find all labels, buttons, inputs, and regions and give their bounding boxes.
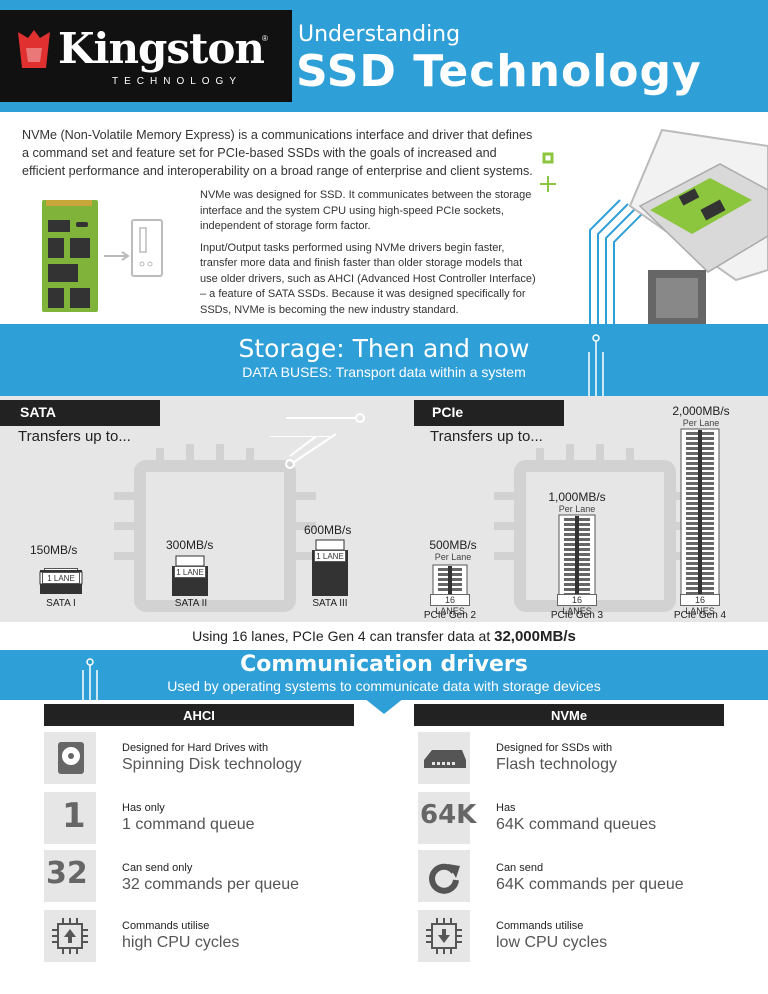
ahci-row1-small: Designed for Hard Drives with: [122, 742, 269, 754]
number-one-icon: [44, 792, 96, 844]
pcie-transfers-label: Transfers up to...: [430, 428, 543, 445]
page-title: SSD Technology: [296, 46, 702, 97]
storage-subtitle: DATA BUSES: Transport data within a syst…: [242, 364, 526, 380]
refresh-icon: [418, 850, 470, 902]
pcie-gen4-lanes: 16 LANES: [680, 594, 720, 616]
nvme-row2-small: Has: [496, 802, 516, 814]
sata-chip-outline: [114, 436, 330, 612]
m2-ssd-illustration: [42, 200, 163, 312]
nvme-heading: NVMe: [414, 704, 724, 726]
sata-2-label: SATA II: [174, 598, 208, 609]
hard-drive-icon: [44, 732, 96, 784]
drivers-subtitle: Used by operating systems to communicate…: [167, 678, 601, 694]
sata-1-lane-tag: 1 LANE: [42, 572, 80, 584]
nvme-paragraph-2: Input/Output tasks performed using NVMe …: [200, 241, 536, 316]
registered-mark: ®: [262, 34, 268, 43]
data-bus-panel: [0, 396, 768, 622]
pcie-gen2-per-lane: Per Lane: [434, 552, 472, 562]
nvme-row3-small: Can send: [496, 862, 544, 874]
pcie-gen3-speed: 1,000MB/s Per Lane: [544, 490, 610, 514]
ssd-drive-illustration: [540, 128, 768, 326]
header-subtitle: Understanding: [298, 22, 461, 47]
sata-1-speed: 150MB/s: [30, 543, 78, 557]
circuit-trace-icon: [285, 413, 365, 469]
sata-1-label: SATA I: [46, 598, 76, 609]
cpu-down-icon: [418, 910, 470, 962]
sata-3-label: SATA III: [312, 598, 348, 609]
nvme-row4-small: Commands utilise: [496, 920, 584, 932]
kingston-logo: Kingston ® TECHNOLOGY: [0, 10, 292, 102]
pcie-gen2-speed-value: 500MB/s: [429, 538, 477, 552]
pcie-gen3-slot-icon: [558, 514, 596, 606]
ssd-icon: [418, 732, 470, 784]
nvme-row4-big: low CPU cycles: [496, 934, 608, 951]
sata-3-lane-tag: 1 LANE: [314, 550, 346, 562]
circuit-line-icon: [588, 334, 604, 396]
ahci-row3-small: Can send only: [122, 862, 193, 874]
pcie-gen3-label: PCIe Gen 3: [550, 610, 604, 621]
sata-2-speed: 300MB/s: [166, 538, 214, 552]
ahci-row2-small: Has only: [122, 802, 165, 814]
nvme-row1-big: Flash technology: [496, 756, 617, 773]
pcie-gen3-per-lane: Per Lane: [558, 504, 596, 514]
sata-3-speed: 600MB/s: [304, 523, 352, 537]
drivers-title: Communication drivers: [240, 652, 528, 677]
pcie-gen2-label: PCIe Gen 2: [423, 610, 477, 621]
tab-sata: SATA: [0, 400, 160, 426]
ahci-row3-big: 32 commands per queue: [122, 876, 299, 893]
ahci-row1-big: Spinning Disk technology: [122, 756, 302, 773]
pcie-gen4-per-lane: Per Lane: [682, 418, 720, 428]
ahci-row4-big: high CPU cycles: [122, 934, 240, 951]
nvme-paragraph-1: NVMe was designed for SSD. It communicat…: [200, 189, 532, 232]
sata-transfers-label: Transfers up to...: [18, 428, 131, 445]
sata-2-lane-tag: 1 LANE: [174, 566, 206, 578]
logo-subtitle: TECHNOLOGY: [112, 76, 243, 87]
pcie-gen4-label: PCIe Gen 4: [673, 610, 727, 621]
pcie-gen2-speed: 500MB/s Per Lane: [424, 538, 482, 562]
number-32-icon: [44, 850, 96, 902]
ahci-heading: AHCI: [44, 704, 354, 726]
cpu-up-icon: [44, 910, 96, 962]
sata-3-connector-icon: [312, 539, 348, 596]
footnote-text: Using 16 lanes, PCIe Gen 4 can transfer …: [192, 628, 495, 644]
storage-banner: [0, 324, 768, 396]
pcie-gen4-speed-value: 2,000MB/s: [672, 404, 730, 418]
storage-title: Storage: Then and now: [238, 334, 530, 363]
logo-wordmark: Kingston: [58, 24, 265, 73]
number-64k-badge: 64K: [420, 800, 477, 830]
ahci-row4-small: Commands utilise: [122, 920, 210, 932]
banner-pointer-2: [364, 698, 404, 714]
nvme-row1-small: Designed for SSDs with: [496, 742, 613, 754]
ahci-row2-big: 1 command queue: [122, 816, 255, 833]
pcie-gen2-lanes: 16 LANES: [430, 594, 470, 616]
number-one-badge: 1: [62, 796, 86, 836]
drivers-banner: [0, 650, 768, 700]
pcie-gen4-slot-icon: [680, 428, 720, 606]
circuit-line-icon-2: [82, 658, 98, 700]
pcie-footnote: Using 16 lanes, PCIe Gen 4 can transfer …: [0, 628, 768, 645]
pcie-gen3-lanes: 16 LANES: [557, 594, 597, 616]
tab-pcie: PCIe: [414, 400, 564, 426]
crown-logo-icon: [18, 30, 50, 68]
pcie-chip-outline: [494, 444, 696, 612]
nvme-description: NVMe was designed for SSD. It communicat…: [200, 188, 540, 318]
pcie-gen4-speed: 2,000MB/s Per Lane: [664, 404, 738, 428]
pcie-gen3-speed-value: 1,000MB/s: [548, 490, 606, 504]
number-64k-icon: [418, 792, 470, 844]
footnote-value: 32,000MB/s: [494, 628, 576, 645]
nvme-row3-big: 64K commands per queue: [496, 876, 684, 893]
number-32-badge: 32: [46, 856, 88, 891]
intro-paragraph: NVMe (Non-Volatile Memory Express) is a …: [22, 128, 533, 178]
nvme-row2-big: 64K command queues: [496, 816, 657, 833]
